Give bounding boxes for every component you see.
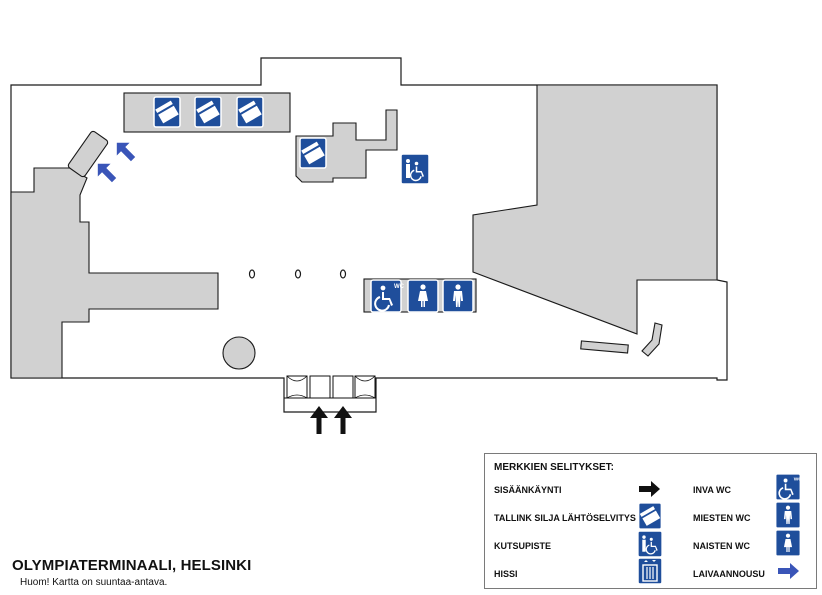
svg-text:WC: WC (794, 477, 801, 483)
right-service-area (472, 84, 718, 335)
check-in-ticket-icon (153, 96, 181, 128)
elevator-icon (638, 558, 662, 584)
legend-title: MERKKIEN SELITYKSET: (494, 462, 615, 473)
legend-label-elevator: HISSI (494, 569, 518, 579)
legend-label-womens-wc: NAISTEN WC (693, 541, 750, 551)
accessible-wc-icon: WC (775, 474, 801, 500)
legend-label-accessible-wc: INVA WC (693, 485, 731, 495)
boarding-arrow-icon (778, 563, 799, 579)
call-point-icon (638, 531, 662, 557)
column (294, 269, 302, 279)
call-point-icon (400, 153, 430, 185)
womens-wc-icon (775, 530, 801, 556)
escalator (67, 130, 109, 178)
left-service-area (10, 167, 219, 379)
legend-label-check-in: TALLINK SILJA LÄHTÖSELVITYS (494, 513, 636, 523)
mens-wc-icon (442, 279, 474, 313)
legend-label-entrance: SISÄÄNKÄYNTI (494, 485, 562, 495)
legend: MERKKIEN SELITYKSET: SISÄÄNKÄYNTI TALLIN… (484, 453, 817, 589)
column (339, 269, 347, 279)
column (248, 269, 256, 279)
check-in-ticket-icon (638, 503, 662, 529)
map-note: Huom! Kartta on suuntaa-antava. (20, 577, 168, 588)
lower-right-bar (580, 340, 629, 354)
legend-label-boarding: LAIVAANNOUSU (693, 569, 765, 579)
lower-right-ramp (641, 322, 663, 357)
legend-label-call-point: KUTSUPISTE (494, 541, 552, 551)
svg-text:WC: WC (394, 284, 405, 290)
check-in-ticket-icon (194, 96, 222, 128)
map-title-block: OLYMPIATERMINAALI, HELSINKI Huom! Kartta… (12, 557, 251, 588)
round-pillar (222, 336, 256, 370)
entrance-arrow-icon (639, 481, 660, 497)
mens-wc-icon (775, 502, 801, 528)
check-in-ticket-icon (299, 137, 327, 169)
check-in-ticket-icon (236, 96, 264, 128)
accessible-wc-icon: WC (370, 279, 405, 313)
map-title: OLYMPIATERMINAALI, HELSINKI (12, 557, 252, 574)
entrance-doors (284, 375, 376, 399)
legend-label-mens-wc: MIESTEN WC (693, 513, 751, 523)
womens-wc-icon (407, 279, 439, 313)
